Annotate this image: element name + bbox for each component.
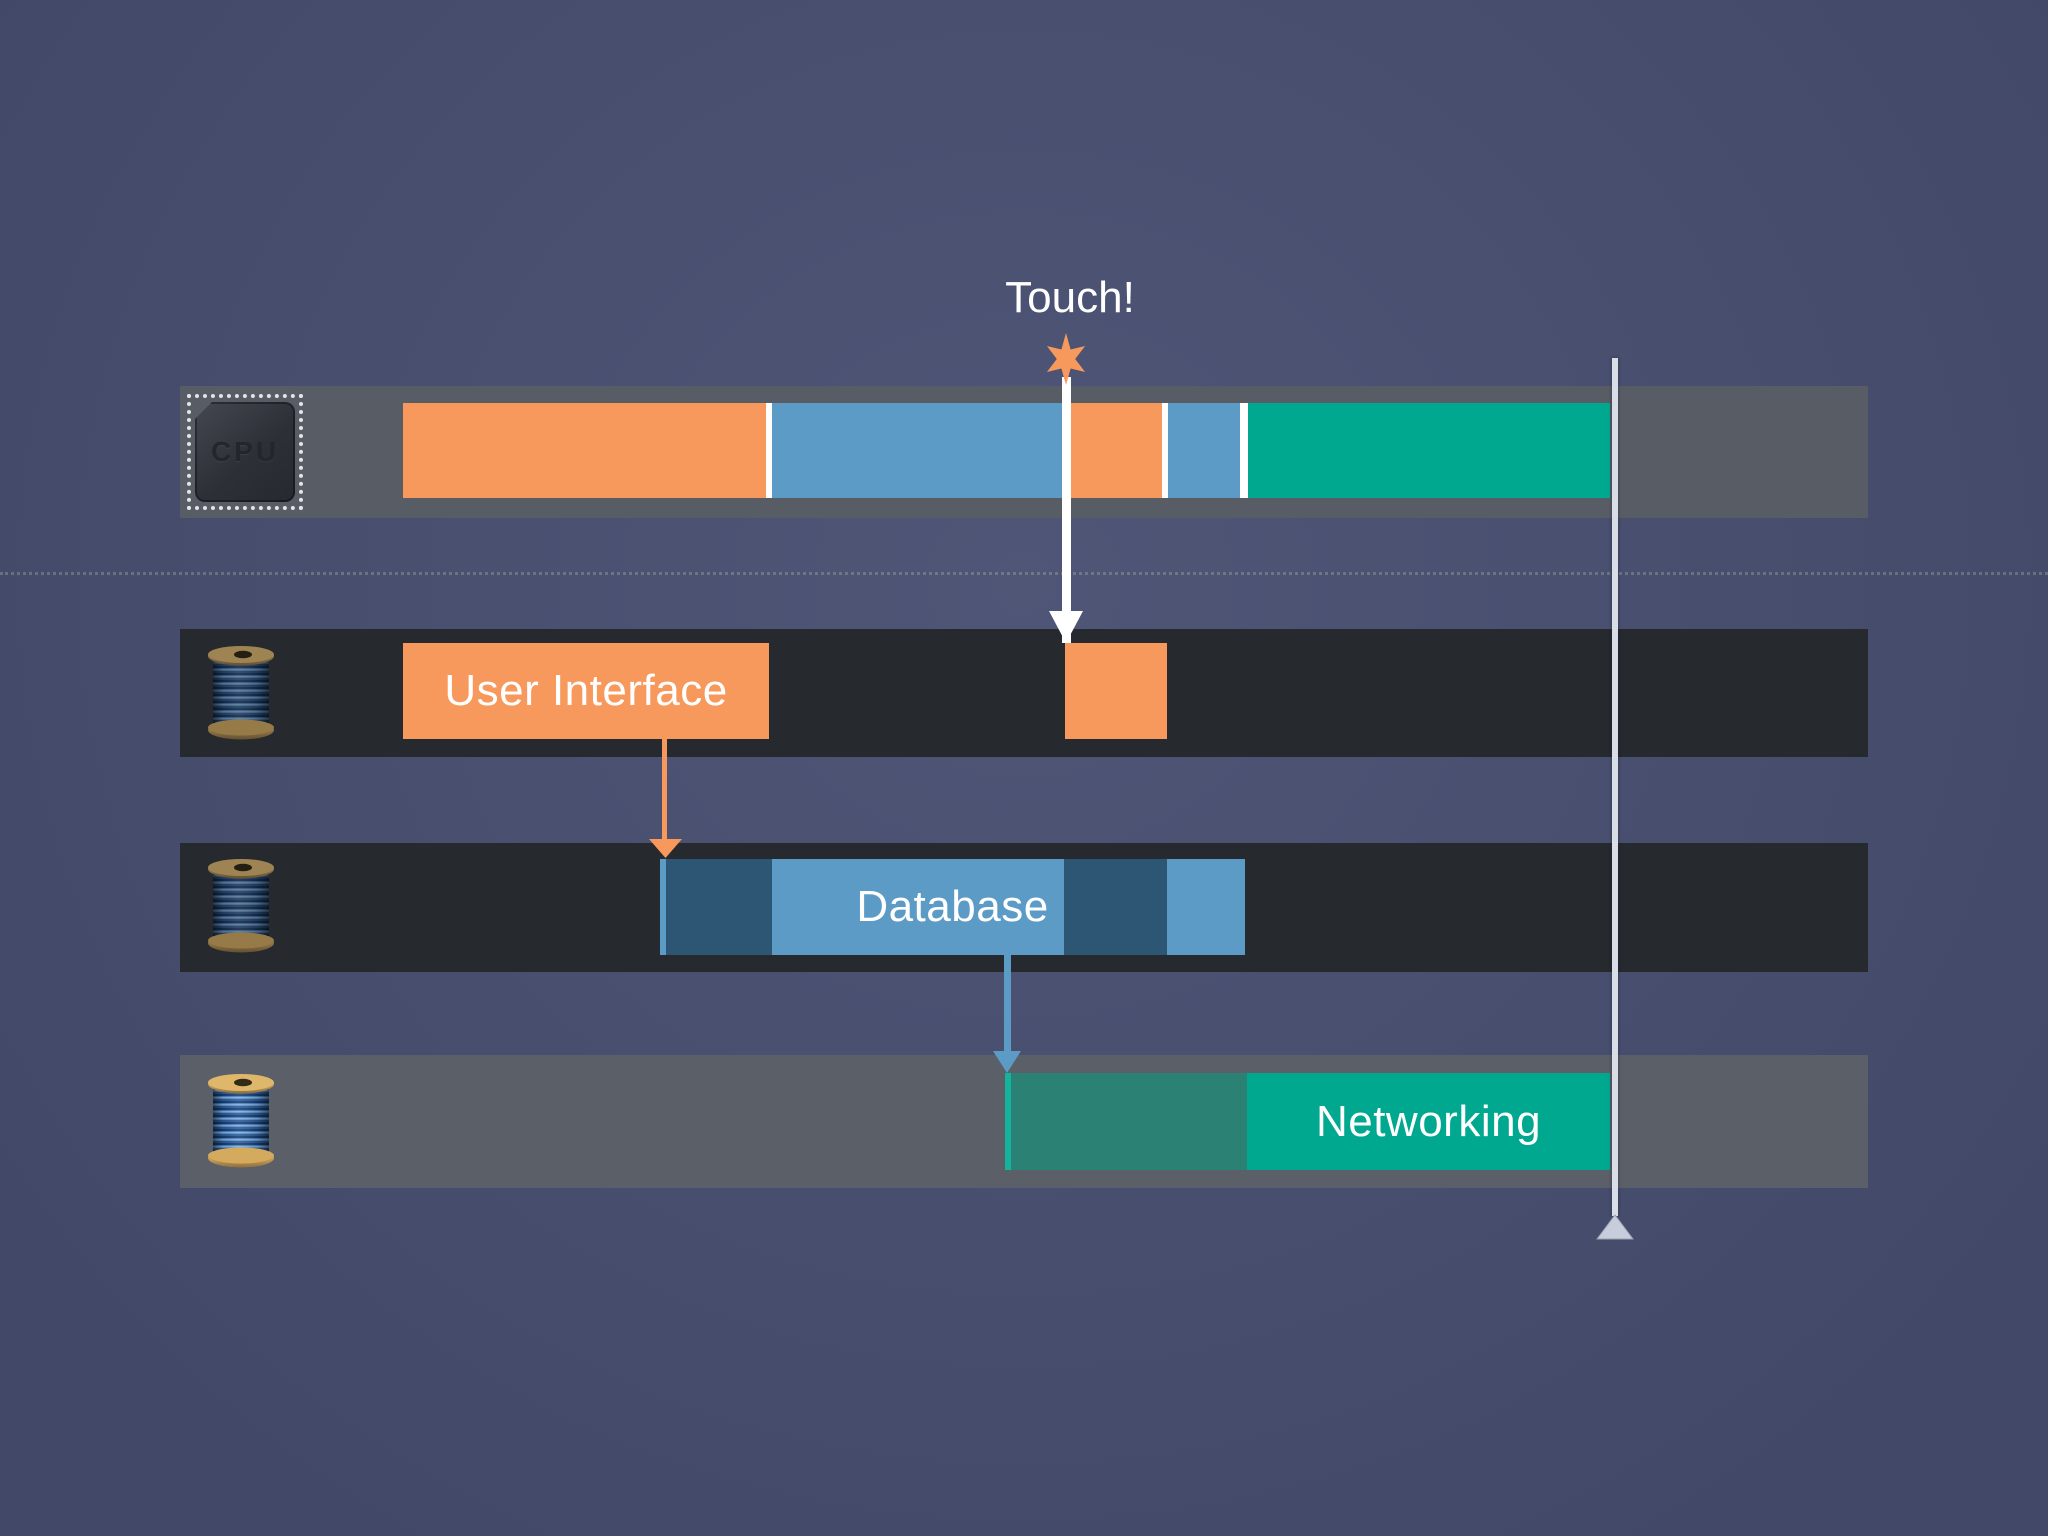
frame-separator-dashed-line [0,572,2048,575]
segment-context-switch [766,403,772,498]
playhead-marker-triangle-icon [1596,1214,1634,1240]
db-to-net-arrow-head-icon [993,1051,1021,1073]
segment-waiting [666,859,772,955]
ui-to-db-arrow-head-icon [649,839,682,858]
ui-thread-bar-label: User Interface [444,666,728,715]
touch-burst-star-icon [1046,333,1086,385]
segment-running [1247,1073,1610,1170]
segment-net-running [1248,403,1610,498]
segment-ui-running [403,403,766,498]
thread-spool-icon [208,646,274,740]
segment-context-switch [1162,403,1168,498]
cpu-chip-body: CPU [195,402,295,502]
touch-arrow-head-icon [1049,611,1083,643]
segment-running [772,859,1064,955]
segment-waiting [1064,859,1167,955]
segment-running [1167,859,1245,955]
segment-db-running [772,403,1062,498]
segment-waiting [1011,1073,1247,1170]
db-to-net-arrow-shaft [1004,955,1011,1054]
touch-event-label: Touch! [1005,273,1135,322]
cpu-chip-icon: CPU [187,394,303,510]
db-thread-bar-label: Database [856,882,1049,931]
segment-running [1005,1073,1011,1170]
segment-db-running [1168,403,1240,498]
net-thread-bar-label: Networking [1315,1096,1542,1146]
segment-context-switch [1240,403,1248,498]
segment-running [1065,643,1167,739]
touch-arrow-shaft [1062,377,1071,643]
segment-ui-running [1071,403,1162,498]
thread-spool-icon [208,1074,274,1168]
playhead-line [1612,358,1618,1216]
segment-running [403,643,769,739]
segment-running [660,859,666,955]
ui-to-db-arrow-shaft [662,739,667,843]
cpu-chip-label: CPU [210,436,280,467]
thread-spool-icon [208,859,274,953]
